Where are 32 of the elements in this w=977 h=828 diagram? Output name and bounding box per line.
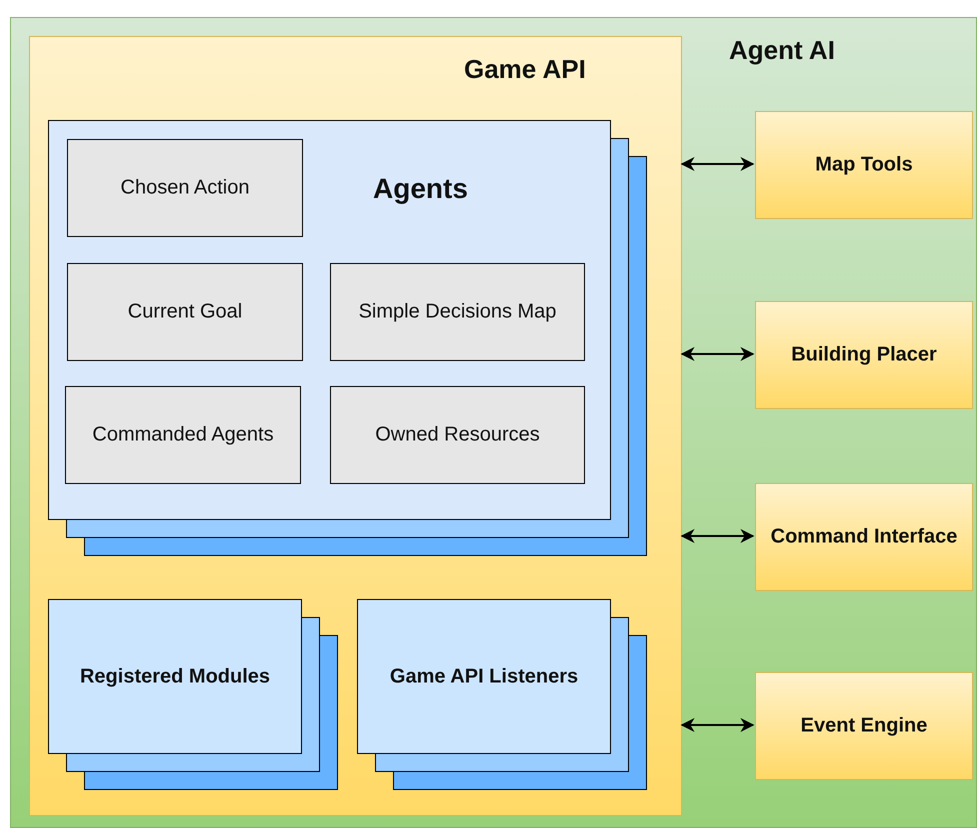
module-box: [755, 672, 973, 780]
process-box: [330, 263, 585, 361]
arrow: [680, 157, 754, 171]
process-box: [67, 139, 303, 237]
container-panel: [29, 36, 682, 816]
arrow: [680, 718, 754, 732]
process-box: [330, 386, 585, 484]
stacked-card: [357, 599, 611, 754]
module-box: [755, 301, 973, 409]
node-label: Command Interface: [770, 526, 958, 548]
node-label: Simple Decisions Map: [358, 300, 556, 324]
container-panel: [10, 17, 977, 828]
arrow: [680, 529, 754, 543]
process-box: [67, 263, 303, 361]
node-label: Map Tools: [815, 154, 913, 176]
node-label: Game API: [464, 54, 586, 85]
arrow: [680, 347, 754, 361]
node-label: Game API Listeners: [390, 665, 578, 688]
stacked-card: [48, 599, 302, 754]
process-box: [65, 386, 301, 484]
node-label: Agents: [373, 173, 468, 205]
stacked-card: [48, 120, 611, 520]
node-label: Registered Modules: [80, 665, 270, 688]
node-label: Current Goal: [128, 300, 242, 324]
node-label: Building Placer: [791, 344, 937, 366]
node-label: Event Engine: [800, 714, 928, 738]
node-label: Commanded Agents: [92, 424, 274, 446]
node-label: Agent AI: [729, 35, 835, 66]
module-box: [755, 111, 973, 219]
node-label: Owned Resources: [375, 424, 540, 446]
module-box: [755, 483, 973, 591]
node-label: Chosen Action: [120, 176, 250, 200]
